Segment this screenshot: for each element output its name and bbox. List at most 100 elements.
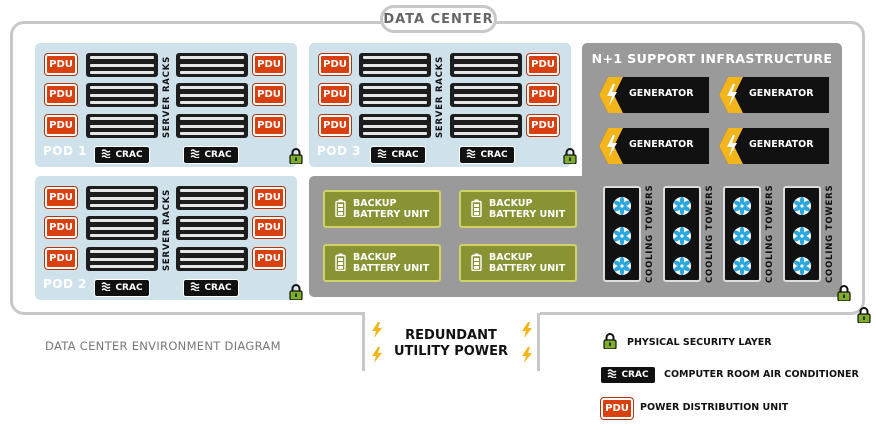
pdu-badge: PDU xyxy=(253,84,285,105)
server-rack xyxy=(86,247,158,271)
server-rack xyxy=(359,83,431,107)
airflow-icon xyxy=(377,149,387,161)
crac-label: CRAC xyxy=(204,283,232,293)
battery-icon xyxy=(335,199,346,220)
battery-icon xyxy=(471,199,482,220)
pdu-badge: PDU xyxy=(253,248,285,269)
crac-unit: CRAC xyxy=(94,146,150,164)
fan-icon xyxy=(672,196,692,216)
generator: GENERATOR xyxy=(717,127,829,165)
fan-icon xyxy=(792,256,812,276)
battery-label-line-1: BACKUP xyxy=(489,252,533,263)
server-rack xyxy=(176,247,248,271)
crac-unit: CRAC xyxy=(370,146,426,164)
crac-unit: CRAC xyxy=(459,146,515,164)
utility-line-2: UTILITY POWER xyxy=(394,344,508,359)
crac-unit: CRAC xyxy=(183,279,239,297)
crac-unit: CRAC xyxy=(94,279,150,297)
generator-label: GENERATOR xyxy=(629,88,694,99)
pdu-badge: PDU xyxy=(319,54,351,75)
battery-label-line-2: BATTERY UNIT xyxy=(489,263,566,274)
battery-icon xyxy=(471,253,482,274)
fan-icon xyxy=(672,256,692,276)
lightning-icon xyxy=(522,347,532,363)
diagram-caption: DATA CENTER ENVIRONMENT DIAGRAM xyxy=(45,339,281,353)
crac-unit: CRAC xyxy=(183,146,239,164)
pod-name: POD 3 xyxy=(317,144,361,158)
pod-name: POD 2 xyxy=(43,277,87,291)
lock-icon xyxy=(603,333,617,350)
server-rack xyxy=(359,53,431,77)
fan-icon xyxy=(612,226,632,246)
crac-label: CRAC xyxy=(621,370,649,380)
cooling-towers-label: COOLING TOWERS xyxy=(705,184,715,284)
battery-label-line-1: BACKUP xyxy=(353,252,397,263)
utility-wall-left xyxy=(362,313,365,371)
server-rack xyxy=(176,114,248,138)
pdu-badge: PDU xyxy=(319,84,351,105)
pdu-badge: PDU xyxy=(45,248,77,269)
server-rack xyxy=(86,53,158,77)
lightning-icon xyxy=(372,347,382,363)
generator: GENERATOR xyxy=(597,127,709,165)
pdu-badge: PDU xyxy=(527,54,559,75)
server-rack xyxy=(450,53,522,77)
server-rack xyxy=(176,83,248,107)
airflow-icon xyxy=(101,149,111,161)
server-rack xyxy=(86,83,158,107)
airflow-icon xyxy=(190,149,200,161)
fan-icon xyxy=(732,226,752,246)
pdu-badge: PDU xyxy=(45,84,77,105)
server-rack xyxy=(450,114,522,138)
lock-icon xyxy=(289,148,303,165)
lock-icon xyxy=(289,284,303,301)
lock-icon xyxy=(563,148,577,165)
generator-label: GENERATOR xyxy=(749,139,814,150)
battery-label-line-1: BACKUP xyxy=(489,198,533,209)
airflow-icon xyxy=(101,282,111,294)
battery-label-line-1: BACKUP xyxy=(353,198,397,209)
battery-label-line-2: BATTERY UNIT xyxy=(489,209,566,220)
legend-pdu-badge: PDU xyxy=(601,398,633,419)
fan-icon xyxy=(792,226,812,246)
server-rack xyxy=(86,186,158,210)
server-rack xyxy=(176,53,248,77)
pod-name: POD 1 xyxy=(43,144,87,158)
pdu-badge: PDU xyxy=(45,115,77,136)
legend-crac-text: COMPUTER ROOM AIR CONDITIONER xyxy=(664,369,859,380)
fan-icon xyxy=(672,226,692,246)
pdu-badge: PDU xyxy=(527,84,559,105)
server-rack xyxy=(86,114,158,138)
page-title: DATA CENTER xyxy=(380,5,497,33)
lock-icon xyxy=(837,285,851,302)
crac-label: CRAC xyxy=(115,150,143,160)
battery-icon xyxy=(335,253,346,274)
server-rack xyxy=(176,216,248,240)
generator: GENERATOR xyxy=(597,76,709,114)
crac-label: CRAC xyxy=(480,150,508,160)
airflow-icon xyxy=(466,149,476,161)
fan-icon xyxy=(792,196,812,216)
pdu-badge: PDU xyxy=(253,115,285,136)
crac-label: CRAC xyxy=(391,150,419,160)
utility-label: REDUNDANT UTILITY POWER xyxy=(390,328,512,360)
server-racks-label: SERVER RACKS xyxy=(162,55,172,139)
generator-label: GENERATOR xyxy=(629,139,694,150)
airflow-icon xyxy=(607,369,617,381)
cooling-towers-label: COOLING TOWERS xyxy=(645,184,655,284)
crac-label: CRAC xyxy=(115,283,143,293)
lock-icon xyxy=(857,307,871,324)
fan-icon xyxy=(732,256,752,276)
server-rack xyxy=(359,114,431,138)
server-rack xyxy=(450,83,522,107)
pdu-badge: PDU xyxy=(319,115,351,136)
pdu-badge: PDU xyxy=(45,54,77,75)
